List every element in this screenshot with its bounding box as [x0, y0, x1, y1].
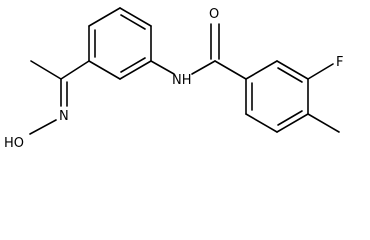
carbonyl-o-label: O: [209, 7, 219, 22]
bond: [119, 7, 152, 27]
double-bond-inner: [277, 110, 303, 126]
structure-drawing: N HO NH O F: [4, 7, 343, 151]
amide-nh-label: NH: [172, 73, 192, 88]
bond: [88, 7, 121, 27]
left-benzene-ring: [88, 7, 152, 80]
bond: [191, 60, 216, 75]
fluorine-label: F: [336, 55, 343, 70]
bond: [276, 113, 309, 133]
methyl-bond: [307, 113, 340, 133]
oxime-n-label: N: [59, 109, 69, 124]
bond: [60, 60, 90, 80]
hydroxyl-label: HO: [4, 136, 24, 151]
bond: [150, 60, 175, 75]
oxime-group: N HO: [4, 60, 90, 151]
n-o-bond: [29, 119, 57, 135]
c-f-bond: [307, 63, 334, 80]
double-bond-inner: [120, 57, 146, 73]
bond: [245, 60, 278, 80]
substituents: F: [307, 55, 343, 133]
methyl-bond: [30, 60, 62, 80]
bond: [276, 60, 309, 80]
molecule-canvas: N HO NH O F: [4, 7, 344, 151]
double-bond-inner: [120, 14, 146, 30]
bond: [214, 60, 247, 80]
double-bond-inner: [277, 67, 303, 83]
amide-linkage: NH O: [150, 7, 220, 88]
bond: [88, 60, 121, 80]
right-benzene-ring: [214, 60, 309, 133]
bond: [119, 60, 152, 80]
bond: [245, 113, 278, 133]
